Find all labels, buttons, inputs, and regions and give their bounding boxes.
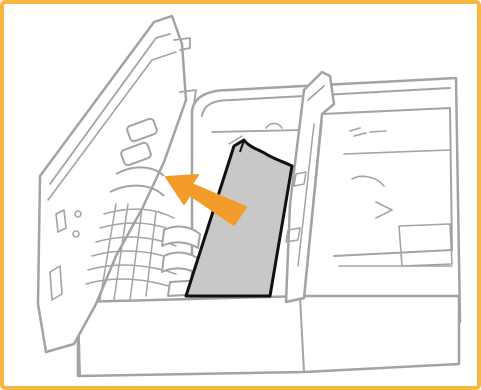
feeder-illustration (4, 4, 481, 390)
feeder-base (78, 296, 459, 376)
